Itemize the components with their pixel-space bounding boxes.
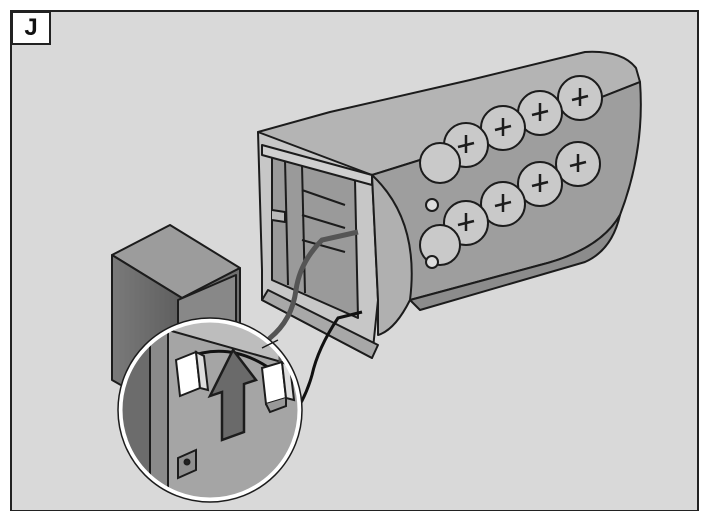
gray-cable (260, 229, 359, 350)
step-label: J (11, 11, 51, 45)
callout-line (261, 339, 279, 349)
outlets (419, 75, 603, 269)
zoom-inset (117, 317, 303, 503)
